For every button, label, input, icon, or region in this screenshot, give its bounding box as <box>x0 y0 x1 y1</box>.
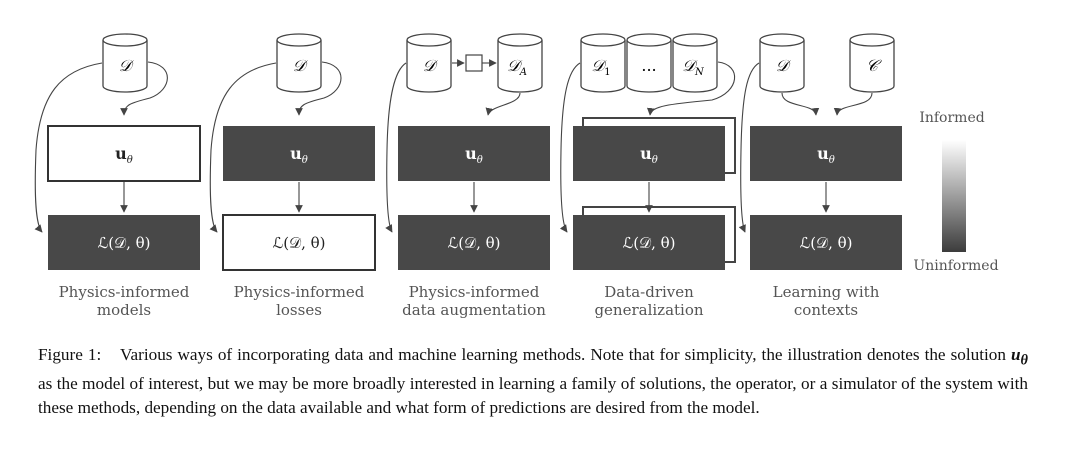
dataset-cylinder: 𝒟 <box>759 33 805 93</box>
legend-top-label: Informed <box>919 110 984 126</box>
panel-caption-line2: data augmentation <box>402 301 546 319</box>
loss-box <box>750 215 902 270</box>
caption-text-before: Various ways of incorporating data and m… <box>119 345 1006 364</box>
loss-label: ℒ(𝒟, θ) <box>97 234 150 252</box>
svg-text:uθ: uθ <box>115 144 133 166</box>
model-box <box>573 126 725 181</box>
loss-label: ℒ(𝒟, θ) <box>272 234 325 252</box>
dataset-cylinder-augmented: 𝒟A <box>497 33 543 93</box>
model-subscript: θ <box>829 155 835 166</box>
panel-caption-line2: contexts <box>794 301 858 319</box>
panel-caption-line1: Physics-informed <box>409 283 540 301</box>
loss-box <box>573 215 725 270</box>
dataset-subscript: 1 <box>604 67 610 78</box>
panel-learning-with-contexts: 𝒟 𝒞 uθ ℒ(𝒟, θ) Learning with contexts <box>738 33 902 319</box>
model-label: u <box>640 144 652 163</box>
model-box <box>223 126 375 181</box>
dataset-label: 𝒟 <box>119 56 135 75</box>
model-subscript: θ <box>127 155 133 166</box>
model-box <box>47 125 201 182</box>
augmentation-box <box>465 54 483 72</box>
panel-caption-line1: Data-driven <box>604 283 694 301</box>
dataset-label: 𝒟 <box>507 56 523 75</box>
context-cylinder: 𝒞 <box>849 33 895 93</box>
dataset-label: 𝒟 <box>423 56 439 75</box>
model-label: u <box>465 144 477 163</box>
panel-caption-line2: models <box>97 301 151 319</box>
legend-gradient-bar <box>942 140 966 252</box>
legend-bottom-label: Uninformed <box>913 258 998 274</box>
model-subscript: θ <box>652 155 658 166</box>
dataset-label: 𝒟 <box>591 56 607 75</box>
caption-symbol-subscript: θ <box>1020 352 1028 369</box>
loss-label: ℒ(𝒟, θ) <box>799 234 852 252</box>
panel-caption-line2: generalization <box>594 301 703 319</box>
svg-text:uθ: uθ <box>640 144 658 166</box>
model-box <box>398 126 550 181</box>
panel-physics-informed-data-augmentation: 𝒟 𝒟A uθ ℒ(𝒟, θ) Physics-informed data au… <box>385 33 550 319</box>
method-diagram: 𝒟 uθ ℒ(𝒟, θ) Physics-informed models 𝒟 u… <box>34 33 999 319</box>
svg-text:𝒟A: 𝒟A <box>507 56 527 78</box>
loss-label: ℒ(𝒟, θ) <box>447 234 500 252</box>
panel-data-driven-generalization: 𝒟1 ... 𝒟N uθ ℒ(𝒟, θ) Data-driven general… <box>559 33 736 319</box>
model-box <box>750 126 902 181</box>
caption-symbol-u: u <box>1010 345 1021 364</box>
panel-caption-line1: Physics-informed <box>234 283 365 301</box>
loss-label: ℒ(𝒟, θ) <box>622 234 675 252</box>
dataset-cylinder: 𝒟 <box>102 33 148 93</box>
caption-text-after: as the model of interest, but we may be … <box>38 374 1028 418</box>
panel-physics-informed-losses: 𝒟 uθ ℒ(𝒟, θ) Physics-informed losses <box>209 33 376 319</box>
svg-text:𝒟1: 𝒟1 <box>591 56 610 78</box>
panel-caption-line1: Physics-informed <box>59 283 190 301</box>
svg-text:uθ: uθ <box>290 144 308 166</box>
panel-caption-line1: Learning with <box>773 283 880 301</box>
model-label: u <box>290 144 302 163</box>
svg-text:𝒟N: 𝒟N <box>682 56 705 78</box>
dataset-label: 𝒟 <box>776 56 792 75</box>
figure-label: Figure 1: <box>38 345 102 364</box>
panel-physics-informed-models: 𝒟 uθ ℒ(𝒟, θ) Physics-informed models <box>34 33 201 319</box>
figure-caption: Figure 1: Various ways of incorporating … <box>38 343 1028 420</box>
dataset-subscript: A <box>519 67 527 78</box>
dataset-cylinder: 𝒟 <box>406 33 452 93</box>
model-label: u <box>115 144 127 163</box>
model-label: u <box>817 144 829 163</box>
dataset-cylinder: 𝒟 <box>276 33 322 93</box>
panel-caption-line2: losses <box>276 301 322 319</box>
model-subscript: θ <box>477 155 483 166</box>
loss-box <box>222 214 376 271</box>
dataset-cylinder-ellipsis: ... <box>626 33 672 93</box>
loss-box <box>48 215 200 270</box>
svg-text:uθ: uθ <box>465 144 483 166</box>
dataset-cylinder: 𝒟N <box>672 33 718 93</box>
svg-text:uθ: uθ <box>817 144 835 166</box>
caption-symbol: uθ <box>1010 345 1028 368</box>
dataset-ellipsis: ... <box>641 56 656 75</box>
dataset-label: 𝒟 <box>682 56 698 75</box>
dataset-subscript: N <box>694 67 705 78</box>
dataset-cylinder: 𝒟1 <box>580 33 626 93</box>
informed-legend: Informed Uninformed <box>913 110 998 274</box>
model-subscript: θ <box>302 155 308 166</box>
loss-box <box>398 215 550 270</box>
dataset-label: 𝒟 <box>293 56 309 75</box>
